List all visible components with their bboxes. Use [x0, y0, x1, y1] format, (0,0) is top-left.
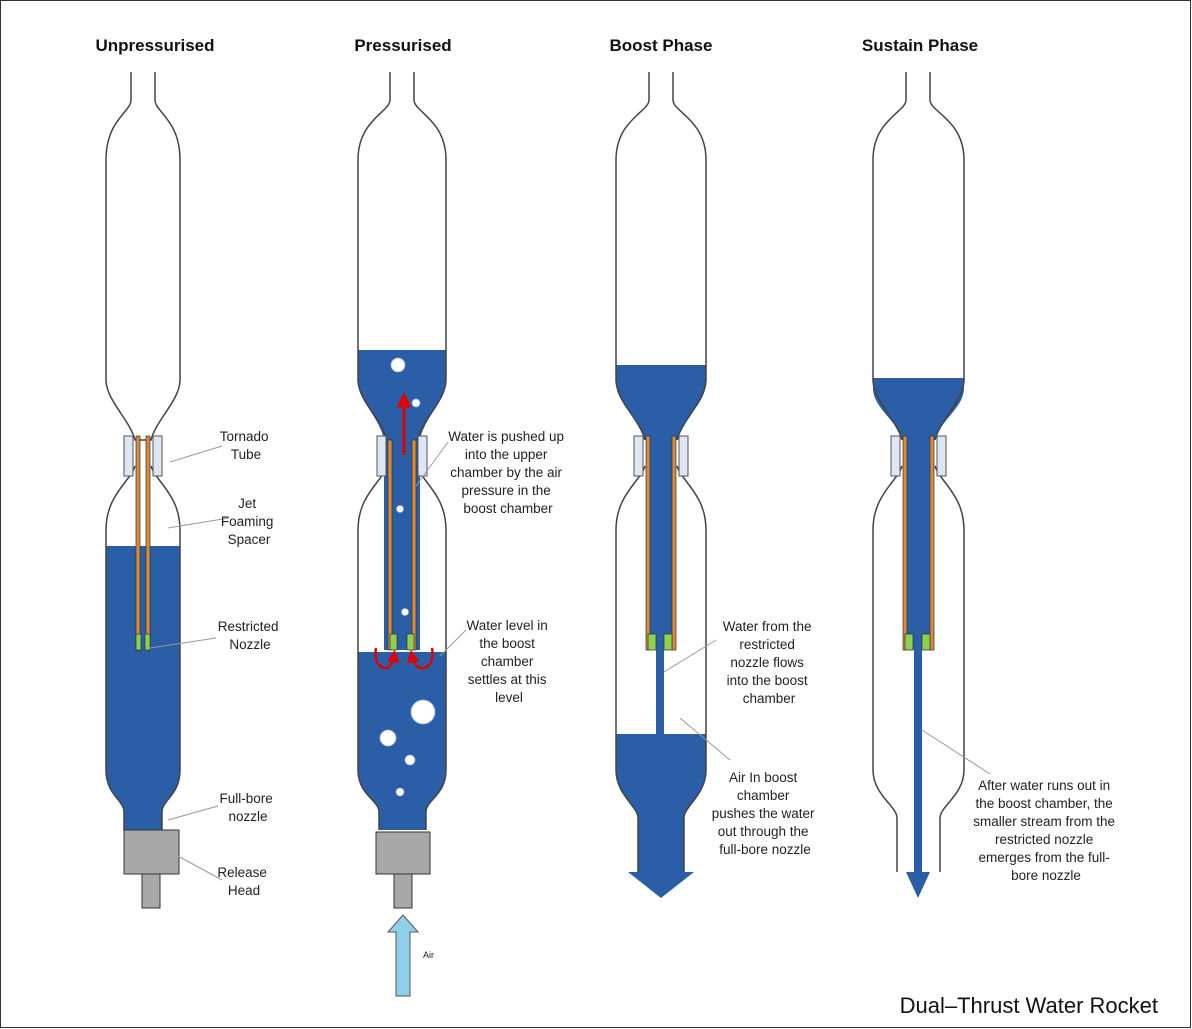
rocket-boost-phase — [615, 72, 707, 898]
boost-chamber-water — [106, 546, 180, 830]
upper-chamber-water — [873, 378, 964, 440]
restricted-nozzle-left — [389, 633, 398, 651]
callout-jet-foaming-spacer: Jet Foaming Spacer — [221, 496, 277, 547]
flow-arrow-left — [374, 647, 400, 670]
spacer-tube-left — [645, 435, 651, 651]
restricted-nozzle-right — [406, 633, 415, 651]
release-head — [123, 829, 180, 875]
air-arrow — [386, 914, 420, 997]
tornado-tube-right — [152, 435, 163, 477]
tornado-tube-right — [678, 435, 689, 477]
upper-water-column — [648, 436, 676, 650]
lower-bottle-outline — [105, 465, 181, 830]
spacer-tube-right — [671, 435, 677, 651]
upper-bottle-outline — [357, 72, 447, 441]
rocket-sustain-phase — [872, 72, 965, 898]
upper-bottle-outline — [872, 72, 965, 441]
upper-bottle-outline — [615, 72, 707, 441]
spacer-tube-right — [145, 435, 151, 651]
spacer-tube-left — [902, 435, 908, 651]
tornado-tube-left — [376, 435, 387, 477]
tornado-tube-right — [936, 435, 947, 477]
restricted-stream — [656, 650, 664, 734]
tornado-tube-left — [123, 435, 134, 477]
restricted-nozzle-left — [647, 633, 657, 651]
boost-chamber-water — [358, 652, 446, 830]
callout-release-head: Release Head — [217, 865, 270, 898]
tornado-tube-right — [417, 435, 428, 477]
upper-chamber-water — [616, 365, 706, 440]
sustain-stream-arrow — [906, 650, 930, 898]
tornado-tube-left — [633, 435, 644, 477]
panel-title-unpressurised: Unpressurised — [95, 36, 214, 55]
callout-restricted-nozzle: Restricted Nozzle — [218, 619, 283, 652]
release-stem — [393, 873, 413, 909]
spacer-tube-left — [387, 439, 393, 651]
lower-bottle-outline — [615, 465, 707, 872]
callout-sustain-stream: After water runs out in the boost chambe… — [973, 778, 1119, 883]
restricted-nozzle-right — [921, 633, 931, 651]
air-bubbles — [379, 357, 436, 797]
restricted-nozzle-right — [663, 633, 673, 651]
restricted-nozzle-right — [144, 633, 151, 651]
panel-title-sustain-phase: Sustain Phase — [862, 36, 978, 55]
restricted-nozzle-left — [135, 633, 142, 651]
lower-bottle-outline — [872, 465, 965, 872]
spacer-tube-right — [411, 439, 417, 651]
callout-full-bore-nozzle: Full-bore nozzle — [219, 791, 276, 824]
upper-water-column — [906, 436, 932, 650]
restricted-nozzle-left — [904, 633, 914, 651]
upper-chamber-water — [358, 350, 446, 650]
callout-water-pushed-up: Water is pushed up into the upper chambe… — [448, 429, 568, 516]
release-head — [375, 831, 431, 875]
callout-water-level: Water level in the boost chamber settles… — [466, 618, 551, 705]
upper-bottle-outline — [105, 72, 181, 441]
rocket-unpressurised — [105, 72, 181, 909]
air-label: Air — [423, 950, 434, 960]
panel-title-boost-phase: Boost Phase — [610, 36, 713, 55]
callout-tornado-tube: Tornado Tube — [220, 429, 273, 462]
callout-air-in-boost-chamber: Air In boost chamber pushes the water ou… — [712, 770, 819, 857]
callout-water-from-restricted-nozzle: Water from the restricted nozzle flows i… — [723, 619, 816, 706]
release-stem — [141, 873, 161, 909]
rocket-pressurised — [357, 72, 447, 997]
spacer-tube-right — [929, 435, 935, 651]
flow-arrow-right — [407, 647, 434, 670]
boost-chamber-water — [616, 734, 706, 898]
diagram-title: Dual–Thrust Water Rocket — [900, 993, 1158, 1018]
tornado-tube-left — [890, 435, 901, 477]
spacer-tube-left — [135, 435, 141, 651]
panel-title-pressurised: Pressurised — [354, 36, 451, 55]
